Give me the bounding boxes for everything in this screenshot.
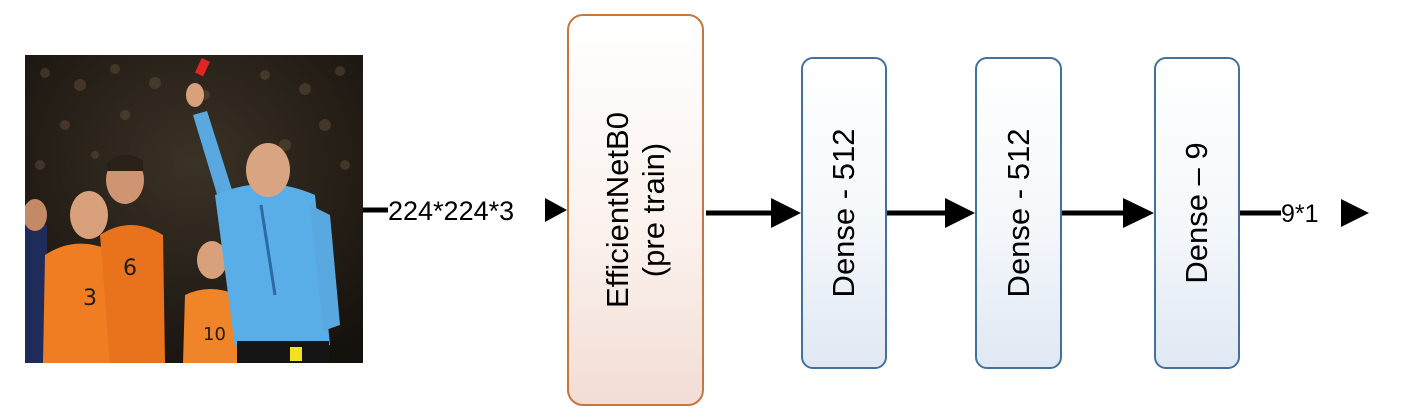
dense-1-label: Dense - 512	[826, 128, 861, 298]
arrowhead-dense2	[945, 198, 975, 228]
arrowhead-output	[1341, 199, 1369, 227]
output-shape-label: 9*1	[1281, 199, 1319, 229]
arrowhead-dense1	[771, 198, 801, 228]
backbone-note: (pre train)	[635, 142, 671, 278]
arrowhead-input	[545, 198, 567, 222]
dense-9-block: Dense – 9	[1154, 57, 1240, 369]
jersey-number-10: 10	[203, 324, 226, 345]
efficientnet-backbone-block: EfficientNetB0 (pre train)	[567, 14, 704, 406]
dense-512-block-1: Dense - 512	[801, 57, 887, 369]
jersey-number-6: 6	[123, 256, 137, 281]
players-orange: 3 6 10	[25, 154, 239, 363]
dense-2-label: Dense - 512	[1000, 128, 1036, 298]
input-shape-label: 224*224*3	[388, 196, 515, 226]
referee	[186, 58, 340, 363]
input-image: 3 6 10	[25, 55, 363, 363]
jersey-number-3: 3	[83, 286, 97, 311]
dense-512-block-2: Dense - 512	[975, 57, 1062, 369]
dense-3-label: Dense – 9	[1179, 142, 1214, 284]
arrowhead-dense3	[1123, 198, 1154, 228]
backbone-name: EfficientNetB0	[599, 112, 635, 308]
